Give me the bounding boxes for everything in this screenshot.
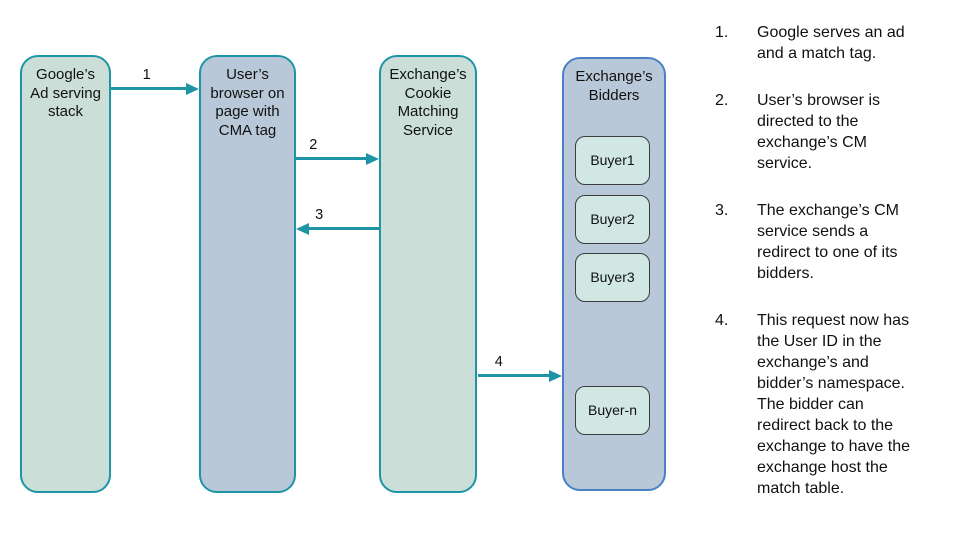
buyer-label: Buyer1 [590, 152, 635, 169]
step-item-2: 2. User’s browser is directed to the exc… [715, 90, 925, 174]
arrow-line [296, 157, 368, 160]
step-text: The exchange’s CM service sends a redire… [757, 202, 899, 282]
buyer-label: Buyer3 [590, 269, 635, 286]
step-item-1: 1. Google serves an ad and a match tag. [715, 22, 925, 64]
node-cookie-matching-service: Exchange’s Cookie Matching Service [379, 55, 477, 493]
step-number: 1. [715, 24, 729, 41]
buyer-label: Buyer-n [587, 402, 638, 419]
node-google-ad-serving-stack: Google’s Ad serving stack [20, 55, 111, 493]
node-label: Google’s Ad serving stack [30, 66, 101, 120]
step-list: 1. Google serves an ad and a match tag. … [715, 22, 925, 525]
flow-arrow-2: 2 [296, 137, 379, 165]
step-item-3: 3. The exchange’s CM service sends a red… [715, 200, 925, 284]
buyer-box: Buyer3 [575, 253, 650, 302]
step-text: Google serves an ad and a match tag. [757, 24, 905, 62]
arrowhead-left-icon [296, 222, 309, 235]
arrow-number: 2 [309, 137, 318, 153]
node-exchange-bidders: Exchange’s Bidders Buyer1 Buyer2 Buyer3 … [562, 57, 666, 491]
flow-arrow-3: 3 [296, 207, 379, 235]
arrowhead-right-icon [549, 369, 562, 382]
flow-arrow-1: 1 [111, 67, 199, 95]
arrow-line [307, 227, 379, 230]
step-item-4: 4. This request now has the User ID in t… [715, 310, 925, 499]
buyer-box: Buyer1 [575, 136, 650, 185]
node-label: User’s browser on page with CMA tag [210, 66, 285, 139]
arrowhead-right-icon [186, 82, 199, 95]
arrowhead-right-icon [366, 152, 379, 165]
node-label: Exchange’s Cookie Matching Service [389, 66, 467, 139]
step-text: This request now has the User ID in the … [757, 312, 911, 497]
arrow-line [111, 87, 188, 90]
buyer-label: Buyer2 [590, 211, 635, 228]
step-number: 4. [715, 312, 729, 329]
arrow-number: 3 [315, 207, 324, 223]
buyer-box: Buyer-n [575, 386, 650, 435]
arrow-number: 1 [142, 67, 151, 83]
step-text: User’s browser is directed to the exchan… [757, 92, 880, 172]
step-number: 3. [715, 202, 729, 219]
node-user-browser: User’s browser on page with CMA tag [199, 55, 296, 493]
node-label: Exchange’s Bidders [575, 68, 653, 104]
buyer-box: Buyer2 [575, 195, 650, 244]
arrow-line [478, 374, 551, 377]
flow-arrow-4: 4 [478, 354, 562, 382]
step-number: 2. [715, 92, 729, 109]
arrow-number: 4 [494, 354, 503, 370]
